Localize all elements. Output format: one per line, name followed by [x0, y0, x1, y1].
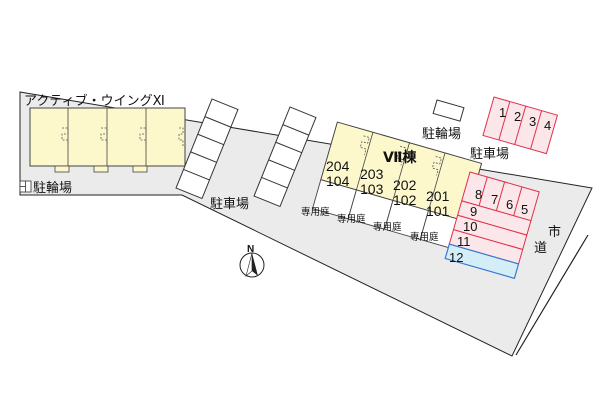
- room-104: 104: [326, 173, 350, 189]
- room-204: 204: [326, 158, 350, 174]
- north-arrow-icon: [239, 252, 265, 278]
- parking-space-9: 9: [470, 204, 477, 219]
- parking-space-4: 4: [544, 118, 551, 133]
- neighbor-building-name: アクティブ・ウイングⅪ: [24, 93, 165, 109]
- parking-column-1: [175, 98, 239, 200]
- room-201: 201: [426, 188, 450, 204]
- private-garden-label-4: 専用庭: [410, 231, 439, 243]
- room-202: 202: [393, 177, 417, 193]
- parking-space-11: 11: [457, 234, 471, 249]
- parking-right-block: [444, 171, 540, 280]
- bike-parking-right-label: 駐輪場: [422, 126, 461, 142]
- parking-space-3: 3: [529, 114, 536, 129]
- parking-space-5: 5: [521, 202, 528, 217]
- private-garden-label-1: 専用庭: [301, 206, 330, 218]
- private-garden-label-2: 専用庭: [337, 213, 366, 225]
- room-102: 102: [393, 192, 417, 208]
- bike-parking-right-box: [432, 99, 465, 122]
- room-103: 103: [360, 181, 384, 197]
- neighbor-building: [29, 107, 186, 173]
- parking-left-label: 駐車場: [210, 197, 249, 212]
- parking-space-2: 2: [514, 109, 521, 124]
- room-203: 203: [360, 166, 384, 182]
- bike-parking-left-marker: [19, 180, 32, 193]
- parking-space-6: 6: [506, 197, 513, 212]
- city-road-label-2: 道: [534, 241, 547, 256]
- city-road-line: [515, 234, 589, 356]
- main-building-label: Ⅶ棟: [383, 149, 417, 166]
- parking-column-2: [253, 106, 317, 208]
- parking-space-8: 8: [475, 187, 482, 202]
- city-road-label-1: 市: [548, 224, 561, 240]
- room-101: 101: [426, 203, 450, 219]
- parking-right-label: 駐車場: [470, 147, 509, 162]
- private-garden-label-3: 専用庭: [373, 221, 402, 233]
- parking-space-7: 7: [491, 192, 498, 207]
- parking-top-right: [482, 96, 559, 155]
- bike-parking-left-label: 駐輪場: [33, 180, 72, 196]
- main-building: [311, 121, 483, 251]
- parking-space-1: 1: [499, 105, 506, 120]
- parking-space-12: 12: [449, 250, 463, 265]
- parking-space-10: 10: [463, 219, 477, 234]
- north-label: N: [247, 244, 254, 255]
